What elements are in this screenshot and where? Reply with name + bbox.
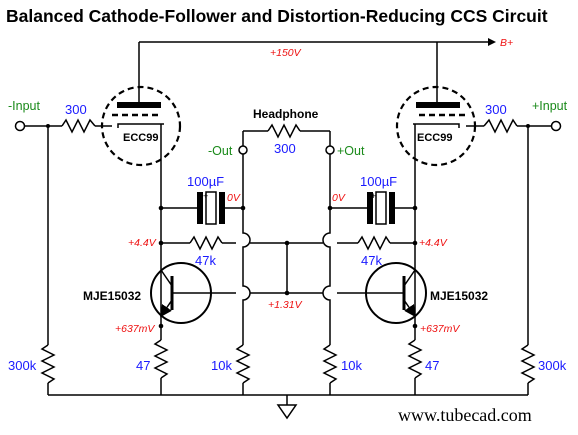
headphone-value: 300 xyxy=(274,141,296,156)
terminal-icon[interactable] xyxy=(325,145,335,155)
resistor-icon xyxy=(483,118,518,134)
emitter-resistor-left-value: 47 xyxy=(136,358,150,373)
terminal-icon[interactable] xyxy=(550,120,562,132)
vacuum-tube-icon xyxy=(395,85,477,167)
ground-icon xyxy=(276,404,298,420)
base-right-voltage: +4.4V xyxy=(419,237,448,249)
feedback-resistor-left-value: 47k xyxy=(195,253,216,268)
wire xyxy=(242,154,251,345)
resistor-icon xyxy=(189,235,223,251)
emitter-resistor-right-value: 47 xyxy=(425,358,439,373)
cap-right-voltage: 0V xyxy=(332,192,346,204)
resistor-icon xyxy=(61,118,96,134)
output-label-right: +Out xyxy=(337,144,365,158)
resistor-icon xyxy=(407,339,423,379)
arrow-icon xyxy=(488,38,496,46)
diagram-title: Balanced Cathode-Follower and Distortion… xyxy=(6,6,548,26)
resistor-icon xyxy=(40,344,56,384)
input-resistor-right-value: 300k xyxy=(538,358,567,373)
website-url: www.tubecad.com xyxy=(398,405,532,425)
resistor-icon xyxy=(153,339,169,379)
transistor-label-left: MJE15032 xyxy=(83,289,141,303)
svg-text:+: + xyxy=(371,191,376,201)
grid-resistor-left-value: 300 xyxy=(65,102,87,117)
terminal-icon[interactable] xyxy=(14,120,26,132)
capacitor-right-value: 100µF xyxy=(360,174,397,189)
input-resistor-left-value: 300k xyxy=(8,358,37,373)
grid-resistor-right-value: 300 xyxy=(485,102,507,117)
output-resistor-right-value: 10k xyxy=(341,358,362,373)
vacuum-tube-icon xyxy=(100,85,182,167)
base-left-voltage: +4.4V xyxy=(128,237,157,249)
output-label-left: -Out xyxy=(208,144,233,158)
cap-left-voltage: 0V xyxy=(227,192,241,204)
capacitor-icon: + xyxy=(197,191,225,225)
headphone-label: Headphone xyxy=(253,107,319,121)
tube-label-left: ECC99 xyxy=(123,132,158,144)
emitter-left-voltage: +637mV xyxy=(115,323,155,335)
resistor-icon xyxy=(357,235,391,251)
resistor-icon xyxy=(267,123,301,139)
resistor-icon xyxy=(520,344,536,384)
input-label-left: -Input xyxy=(8,99,40,113)
capacitor-icon: + xyxy=(367,191,395,225)
npn-transistor-icon xyxy=(150,262,212,324)
npn-transistor-icon xyxy=(365,262,427,324)
tube-label-right: ECC99 xyxy=(417,132,452,144)
resistor-icon xyxy=(322,344,338,384)
wire xyxy=(322,154,331,345)
bplus-rail xyxy=(138,38,496,92)
output-resistor-left-value: 10k xyxy=(211,358,232,373)
bplus-label: B+ xyxy=(500,37,513,49)
resistor-icon xyxy=(235,344,251,384)
capacitor-left-value: 100µF xyxy=(187,174,224,189)
svg-text:+: + xyxy=(203,191,208,201)
input-label-right: +Input xyxy=(532,99,568,113)
center-voltage: +1.31V xyxy=(268,299,303,311)
supply-voltage: +150V xyxy=(270,47,302,59)
emitter-right-voltage: +637mV xyxy=(420,323,460,335)
terminal-icon[interactable] xyxy=(238,145,248,155)
transistor-label-right: MJE15032 xyxy=(430,289,488,303)
feedback-resistor-right-value: 47k xyxy=(361,253,382,268)
